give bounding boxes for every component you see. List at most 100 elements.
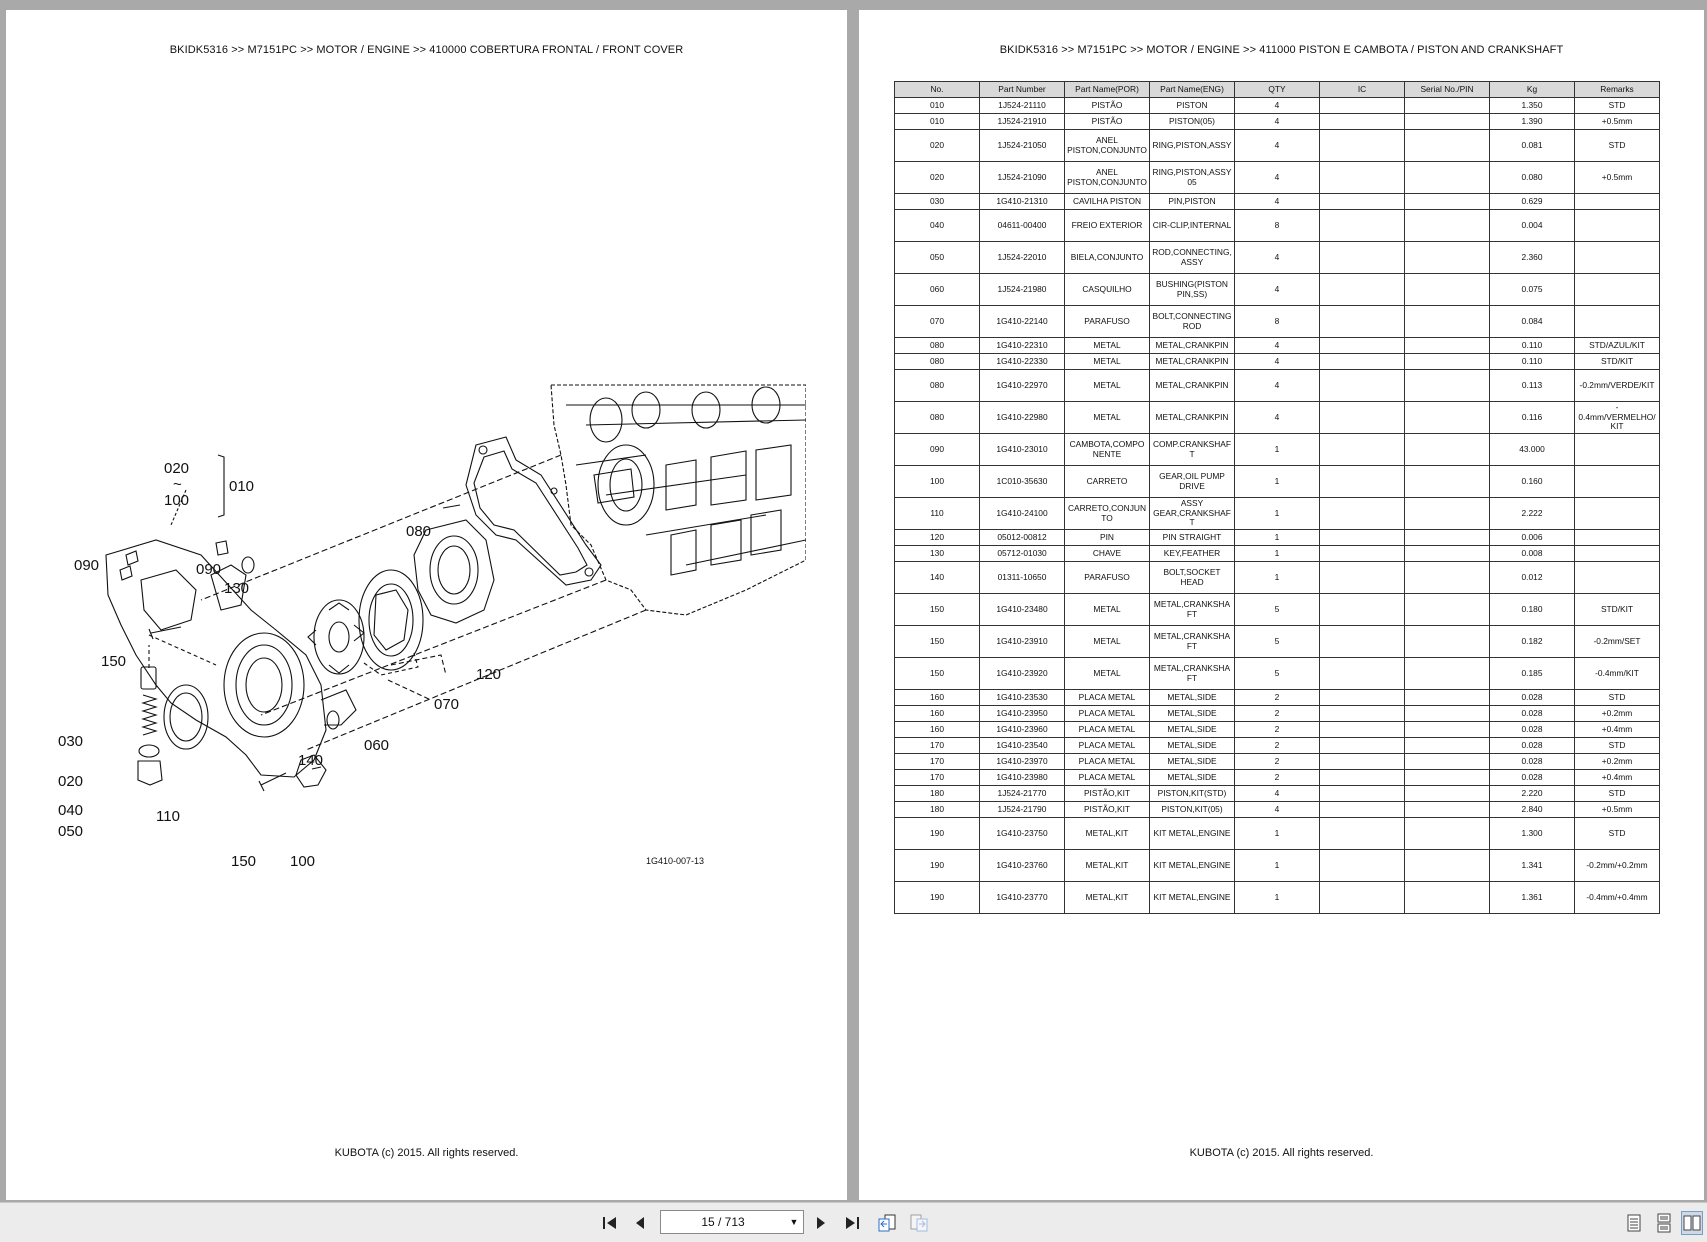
cell-col-part-name-por: METAL,KIT	[1064, 817, 1150, 850]
cell-col-serial	[1404, 337, 1490, 354]
cell-col-serial	[1404, 689, 1490, 706]
cell-col-ic	[1319, 769, 1405, 786]
cell-col-ic	[1319, 625, 1405, 658]
callout-070: 070	[434, 696, 459, 713]
cell-col-part-name-eng: METAL,SIDE	[1149, 737, 1235, 754]
cell-col-part-name-eng: BOLT,SOCKET HEAD	[1149, 561, 1235, 594]
go-back-icon[interactable]	[875, 1211, 899, 1235]
cell-col-remarks	[1574, 465, 1660, 498]
cell-col-part-name-por: PISTÃO,KIT	[1064, 785, 1150, 802]
single-page-view-icon[interactable]	[1622, 1211, 1646, 1235]
cell-col-remarks: - 0.4mm/VERMELHO/ KIT	[1574, 401, 1660, 434]
cell-col-qty: 1	[1234, 529, 1320, 546]
header-col-no: No.	[894, 81, 980, 98]
header-col-qty: QTY	[1234, 81, 1320, 98]
cell-col-part-name-por: PLACA METAL	[1064, 753, 1150, 770]
cell-col-part-name-eng: CIR-CLIP,INTERNAL	[1149, 209, 1235, 242]
cell-col-part-number: 1G410-23920	[979, 657, 1065, 690]
cell-col-part-name-por: PISTÃO,KIT	[1064, 801, 1150, 818]
cell-col-part-number: 1G410-23970	[979, 753, 1065, 770]
cell-col-part-number: 05012-00812	[979, 529, 1065, 546]
cell-col-kg: 0.004	[1489, 209, 1575, 242]
cell-col-part-number: 1J524-21110	[979, 97, 1065, 114]
cell-col-part-name-eng: KIT METAL,ENGINE	[1149, 849, 1235, 882]
cell-col-part-name-por: PARAFUSO	[1064, 561, 1150, 594]
cell-col-serial	[1404, 433, 1490, 466]
cell-col-serial	[1404, 849, 1490, 882]
cell-col-part-number: 1J524-22010	[979, 241, 1065, 274]
cell-col-part-number: 1G410-21310	[979, 193, 1065, 210]
cell-col-part-number: 1G410-23910	[979, 625, 1065, 658]
cell-col-qty: 4	[1234, 785, 1320, 802]
cell-col-part-name-eng: COMP.CRANKSHAF T	[1149, 433, 1235, 466]
cell-col-serial	[1404, 769, 1490, 786]
cell-col-qty: 8	[1234, 209, 1320, 242]
cell-col-part-number: 1J524-21090	[979, 161, 1065, 194]
cell-col-no: 140	[894, 561, 980, 594]
callout-060: 060	[364, 737, 389, 754]
cell-col-remarks: +0.5mm	[1574, 161, 1660, 194]
cell-col-part-number: 05712-01030	[979, 545, 1065, 562]
callout-010: 010	[229, 478, 254, 495]
cell-col-part-number: 1J524-21790	[979, 801, 1065, 818]
cell-col-ic	[1319, 657, 1405, 690]
header-col-part-name-por: Part Name(POR)	[1064, 81, 1150, 98]
cell-col-qty: 4	[1234, 241, 1320, 274]
cell-col-serial	[1404, 785, 1490, 802]
last-page-icon[interactable]	[840, 1211, 864, 1235]
cell-col-part-name-por: CAMBOTA,COMPO NENTE	[1064, 433, 1150, 466]
page-number-field[interactable]: 15 / 713 ▼	[660, 1210, 804, 1234]
cell-col-part-name-eng: METAL,SIDE	[1149, 721, 1235, 738]
cell-col-part-name-por: PLACA METAL	[1064, 705, 1150, 722]
cell-col-kg: 0.028	[1489, 689, 1575, 706]
cell-col-part-name-eng: PISTON,KIT(05)	[1149, 801, 1235, 818]
cell-col-part-name-por: CASQUILHO	[1064, 273, 1150, 306]
cell-col-kg: 0.629	[1489, 193, 1575, 210]
cell-col-remarks: STD	[1574, 785, 1660, 802]
cell-col-remarks: -0.4mm/+0.4mm	[1574, 881, 1660, 914]
cell-col-serial	[1404, 561, 1490, 594]
cell-col-qty: 1	[1234, 881, 1320, 914]
next-page-icon[interactable]	[809, 1211, 833, 1235]
go-forward-icon[interactable]	[907, 1211, 931, 1235]
continuous-view-icon[interactable]	[1652, 1211, 1676, 1235]
cell-col-part-number: 1G410-23480	[979, 593, 1065, 626]
chevron-down-icon[interactable]: ▼	[789, 1217, 799, 1227]
cell-col-kg: 1.341	[1489, 849, 1575, 882]
cell-col-part-number: 1J524-21980	[979, 273, 1065, 306]
cell-col-qty: 1	[1234, 545, 1320, 562]
right-page: BKIDK5316 >> M7151PC >> MOTOR / ENGINE >…	[859, 10, 1704, 1200]
first-page-icon[interactable]	[598, 1211, 622, 1235]
cell-col-remarks: STD	[1574, 817, 1660, 850]
previous-page-icon[interactable]	[628, 1211, 652, 1235]
cell-col-part-name-por: PIN	[1064, 529, 1150, 546]
cell-col-part-name-eng: METAL,CRANKPIN	[1149, 401, 1235, 434]
cell-col-serial	[1404, 545, 1490, 562]
cell-col-qty: 1	[1234, 817, 1320, 850]
facing-pages-view-icon[interactable]	[1681, 1211, 1703, 1235]
cell-col-kg: 1.300	[1489, 817, 1575, 850]
right-page-header: BKIDK5316 >> M7151PC >> MOTOR / ENGINE >…	[999, 44, 1564, 56]
cell-col-ic	[1319, 337, 1405, 354]
cell-col-no: 080	[894, 369, 980, 402]
cell-col-serial	[1404, 593, 1490, 626]
cell-col-kg: 2.222	[1489, 497, 1575, 530]
cell-col-qty: 2	[1234, 689, 1320, 706]
callout-040: 040	[58, 802, 83, 819]
cell-col-serial	[1404, 801, 1490, 818]
cell-col-remarks	[1574, 561, 1660, 594]
cell-col-part-name-por: PLACA METAL	[1064, 721, 1150, 738]
cell-col-ic	[1319, 401, 1405, 434]
cell-col-part-number: 1G410-23770	[979, 881, 1065, 914]
cell-col-kg: 0.028	[1489, 721, 1575, 738]
cell-col-serial	[1404, 241, 1490, 274]
cell-col-part-name-eng: KEY,FEATHER	[1149, 545, 1235, 562]
cell-col-serial	[1404, 401, 1490, 434]
cell-col-serial	[1404, 305, 1490, 338]
